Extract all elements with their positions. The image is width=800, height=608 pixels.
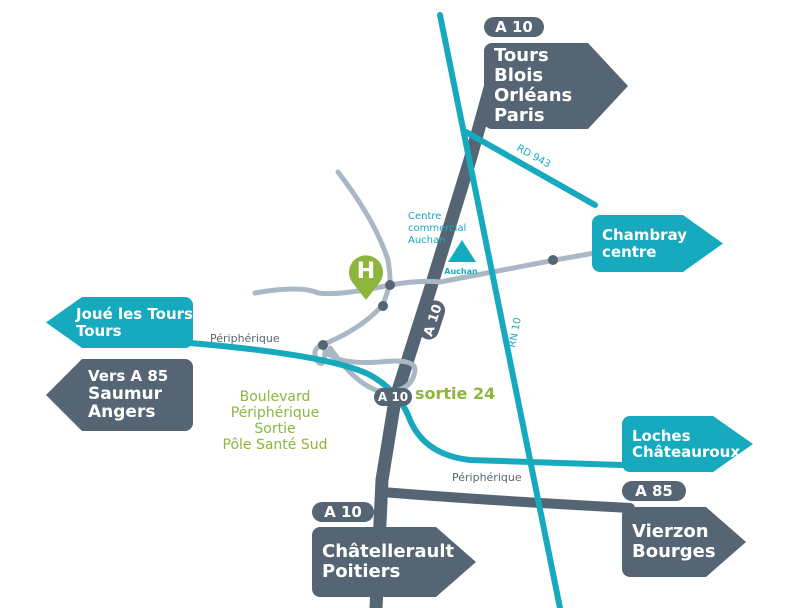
auchan-label: Auchan — [408, 235, 445, 246]
exit-desc-line: Pôle Santé Sud — [222, 437, 328, 453]
a85-badge: A 85 — [622, 481, 686, 501]
junction-dot — [548, 255, 558, 265]
peripherique-label: Périphérique — [452, 471, 522, 484]
rn10-road — [437, 12, 563, 608]
sign-line: Orléans — [494, 85, 573, 106]
rn10-label: RN 10 — [507, 317, 524, 349]
hospital-marker-icon[interactable]: H — [348, 255, 383, 300]
auchan-label: Centre — [408, 211, 441, 222]
sign-line: Blois — [494, 65, 544, 87]
junction-dot — [318, 340, 328, 350]
junction-dot — [378, 301, 388, 311]
local-road-north — [312, 169, 418, 395]
sign-line: Vierzon — [632, 521, 709, 543]
peripherique-road — [187, 340, 625, 468]
sign-line: Angers — [88, 402, 156, 423]
sign-line: Tours — [494, 45, 549, 67]
a85-motorway — [377, 487, 635, 513]
sign-line: Châteauroux — [632, 443, 741, 461]
exit-desc-line: Sortie — [254, 421, 296, 437]
local-road-east — [252, 249, 603, 297]
sign-line: Vers A 85 — [88, 367, 169, 386]
a10-south-badge: A 10 — [312, 502, 374, 522]
sign-line: Poitiers — [322, 561, 401, 582]
exit-desc-line: Boulevard Périphérique — [230, 389, 320, 421]
svg-text:Auchan: Auchan — [444, 267, 478, 276]
sign-line: Châtellerault — [322, 541, 455, 563]
sign-line: Saumur — [88, 383, 163, 404]
sign-line: Paris — [494, 104, 545, 126]
a10-road-badge: A 10 — [418, 300, 446, 340]
a10-exit-badge: A 10 — [374, 388, 412, 406]
a10-north-badge: A 10 — [484, 17, 544, 37]
sign-saumur-angers[interactable]: Vers A 85 Saumur Angers — [46, 359, 193, 431]
rd943-road — [463, 129, 598, 208]
sign-line: Loches — [632, 426, 691, 445]
auchan-label: commercial — [408, 223, 466, 234]
exit-number: sortie 24 — [415, 384, 496, 403]
rd943-label: RD 943 — [515, 143, 553, 171]
sign-line: Tours — [76, 321, 122, 340]
junction-dot — [385, 280, 395, 290]
svg-text:H: H — [357, 259, 375, 284]
sign-line: centre — [602, 242, 657, 261]
a10-motorway — [369, 63, 502, 608]
sign-line: Bourges — [632, 541, 716, 562]
sign-joue-tours[interactable]: Joué les Tours Tours — [46, 297, 193, 348]
sign-chatellerault-poitiers[interactable]: Châtellerault Poitiers — [312, 527, 476, 597]
peripherique-label: Périphérique — [210, 332, 280, 345]
sign-line: Joué les Tours — [76, 305, 193, 323]
auchan-logo-icon: Auchan — [444, 240, 478, 276]
exit-description: Boulevard Périphérique Sortie Pôle Santé… — [200, 389, 350, 453]
sign-line: Chambray — [602, 226, 688, 244]
